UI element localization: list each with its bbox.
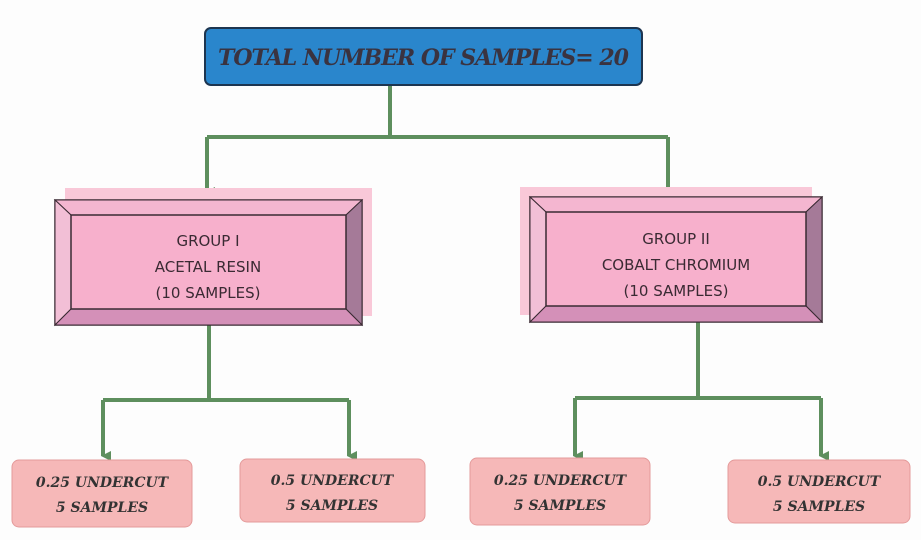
group-2-title: GROUP II — [642, 230, 710, 248]
group-2-count: (10 SAMPLES) — [624, 282, 729, 300]
leaf-count: 5 SAMPLES — [514, 498, 606, 514]
leaf-node-g2-a: 0.25 UNDERCUT 5 SAMPLES — [469, 457, 651, 526]
group-1-material: ACETAL RESIN — [155, 258, 261, 276]
leaf-count: 5 SAMPLES — [286, 498, 378, 514]
root-node: TOTAL NUMBER OF SAMPLES= 20 — [204, 27, 643, 86]
leaf-node-g1-a: 0.25 UNDERCUT 5 SAMPLES — [11, 459, 193, 528]
leaf-label: 0.25 UNDERCUT — [494, 473, 628, 489]
group-1-title: GROUP I — [176, 232, 239, 250]
root-label: TOTAL NUMBER OF SAMPLES= 20 — [218, 45, 630, 71]
group-node-1: GROUP I ACETAL RESIN (10 SAMPLES) — [53, 188, 372, 327]
leaf-count: 5 SAMPLES — [56, 500, 148, 516]
group-1-count: (10 SAMPLES) — [156, 284, 261, 302]
leaf-node-g1-b: 0.5 UNDERCUT 5 SAMPLES — [239, 458, 426, 523]
leaf-label: 0.5 UNDERCUT — [758, 474, 882, 490]
leaf-label: 0.5 UNDERCUT — [271, 473, 395, 489]
group-2-material: COBALT CHROMIUM — [602, 256, 750, 274]
leaf-label: 0.25 UNDERCUT — [36, 475, 170, 491]
group-node-2: GROUP II COBALT CHROMIUM (10 SAMPLES) — [520, 187, 824, 324]
connectors — [101, 85, 829, 461]
leaf-count: 5 SAMPLES — [773, 499, 865, 515]
leaf-node-g2-b: 0.5 UNDERCUT 5 SAMPLES — [727, 459, 911, 524]
